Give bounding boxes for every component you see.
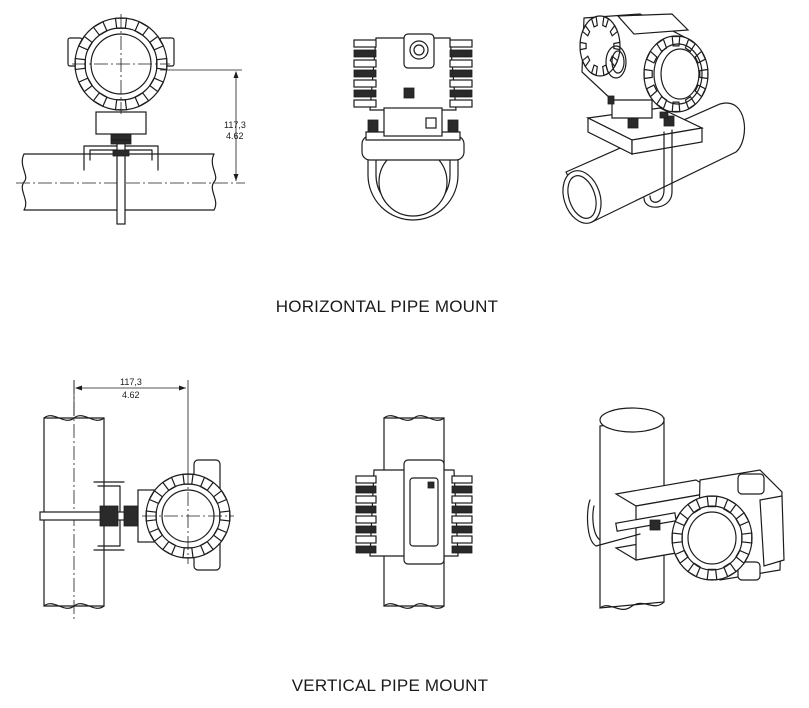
- conduit-boss-top: [403, 33, 435, 69]
- pipe-break-left: [21, 153, 27, 211]
- cover-rib: [609, 24, 619, 37]
- cover-rib: [706, 568, 718, 581]
- dimension-imperial-h: 4.62: [226, 131, 244, 141]
- cover-fin: [353, 59, 377, 68]
- cover-fin: [451, 515, 473, 524]
- iso-pipe-end: [562, 170, 602, 224]
- cover-fin: [353, 69, 377, 78]
- cover-rib: [699, 68, 709, 80]
- horizontal-front-view: 117,3 4.62: [16, 14, 246, 225]
- housing-neck: [95, 111, 147, 135]
- cover-fin: [355, 475, 377, 484]
- cover-fin: [451, 495, 473, 504]
- cover-fin: [355, 505, 377, 514]
- cover-fin: [449, 89, 473, 98]
- vertical-side-view: 117,3 4.62: [39, 377, 234, 622]
- dimension-metric-h: 117,3: [224, 120, 246, 130]
- cover-fin: [449, 49, 473, 58]
- cover-fin: [449, 79, 473, 88]
- horizontal-isometric-view: [562, 13, 746, 224]
- vertical-front-view: [355, 415, 473, 609]
- horizontal-side-view: [353, 33, 473, 221]
- iso-vertical-pipe-top: [599, 407, 665, 433]
- cover-rib: [741, 532, 753, 544]
- cover-fin: [355, 535, 377, 544]
- cover-fin: [353, 79, 377, 88]
- cover-rib: [581, 24, 591, 37]
- ground-screw: [403, 87, 415, 99]
- cover-fin: [353, 39, 377, 48]
- cover-rib: [602, 15, 610, 28]
- cover-fin: [451, 475, 473, 484]
- cover-rib: [581, 55, 591, 68]
- cover-rib: [643, 68, 653, 80]
- cover-fin: [353, 89, 377, 98]
- iso-label-plate: [616, 13, 690, 35]
- cover-fin: [451, 505, 473, 514]
- cover-fin: [449, 39, 473, 48]
- u-bolt-loop: [367, 149, 459, 221]
- nut-right: [447, 119, 459, 133]
- cover-fin: [353, 49, 377, 58]
- caption-vertical-pipe-mount: VERTICAL PIPE MOUNT: [291, 676, 489, 695]
- cover-rib: [694, 84, 707, 98]
- cover-fin: [451, 545, 473, 554]
- cover-rib: [590, 64, 598, 77]
- cover-fin: [451, 525, 473, 534]
- cover-fin: [355, 515, 377, 524]
- cover-rib: [706, 495, 718, 508]
- vertical-isometric-view: [586, 407, 785, 611]
- cover-fin: [355, 485, 377, 494]
- cover-fin: [449, 59, 473, 68]
- iso-u-bolt: [649, 131, 665, 203]
- cover-fin: [449, 99, 473, 108]
- cover-rib: [684, 95, 697, 110]
- caption-horizontal-pipe-mount: HORIZONTAL PIPE MOUNT: [275, 297, 499, 316]
- dimension-imperial-v: 4.62: [122, 390, 140, 400]
- dimension-metric-v: 117,3: [120, 377, 142, 387]
- cover-rib: [694, 50, 707, 64]
- iso-vertical-side-plate: [759, 495, 785, 567]
- cover-fin: [355, 525, 377, 534]
- cover-rib: [645, 50, 658, 64]
- cover-rib: [590, 15, 598, 28]
- cover-rib: [671, 532, 683, 544]
- cover-fin: [451, 535, 473, 544]
- cover-fin: [449, 69, 473, 78]
- nut-left: [367, 119, 379, 133]
- iso-vertical-cover: [671, 495, 753, 581]
- cover-rib: [645, 84, 658, 98]
- pipe-break-right: [211, 153, 217, 211]
- cover-fin: [355, 495, 377, 504]
- cover-fin: [355, 545, 377, 554]
- cover-fin: [451, 485, 473, 494]
- cover-rib: [579, 41, 587, 51]
- cover-fin: [353, 99, 377, 108]
- cover-rib: [684, 38, 697, 53]
